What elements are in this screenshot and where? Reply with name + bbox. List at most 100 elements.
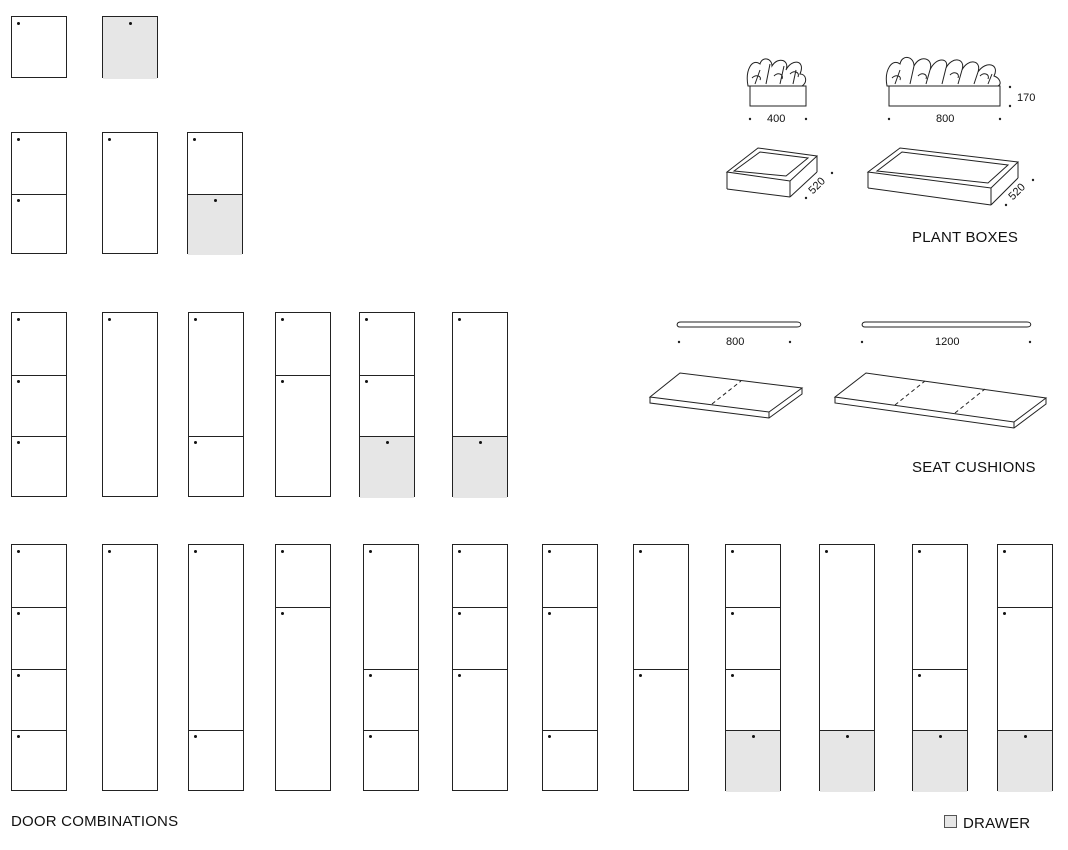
drawer-panel	[913, 730, 967, 792]
door-panel	[364, 545, 418, 669]
door-knob-icon	[194, 550, 197, 553]
panel-divider	[364, 669, 418, 670]
panel-divider	[543, 730, 597, 731]
door-panel	[12, 133, 66, 194]
door-knob-icon	[548, 612, 551, 615]
door-panel	[12, 17, 66, 79]
door-panel	[913, 545, 967, 669]
door-knob-icon	[369, 550, 372, 553]
door-panel	[276, 545, 330, 607]
panel-divider	[360, 375, 414, 376]
door-panel	[360, 375, 414, 436]
door-knob-icon	[825, 550, 828, 553]
cabinet-4-8	[633, 544, 689, 791]
door-knob-icon	[108, 138, 111, 141]
panel-divider	[12, 436, 66, 437]
cabinet-3-3	[188, 312, 244, 497]
cabinet-1-2	[102, 16, 158, 79]
panel-divider	[726, 730, 780, 731]
door-panel	[189, 545, 243, 730]
door-panel	[634, 669, 688, 792]
panel-divider	[913, 730, 967, 731]
door-panel	[189, 436, 243, 498]
cabinet-4-12	[997, 544, 1053, 792]
panel-divider	[453, 669, 507, 670]
drawer-panel	[726, 730, 780, 792]
door-panel	[998, 545, 1052, 607]
door-panel	[543, 607, 597, 730]
small-planter-width-dim: 400	[767, 113, 786, 125]
door-knob-icon	[365, 318, 368, 321]
door-panel	[726, 545, 780, 607]
cabinet-4-6	[452, 544, 508, 791]
door-panel	[12, 194, 66, 255]
panel-divider	[12, 669, 66, 670]
door-knob-icon	[17, 674, 20, 677]
cabinet-4-1	[11, 544, 67, 791]
door-panel	[726, 669, 780, 730]
cabinet-4-10	[819, 544, 875, 792]
panel-divider	[12, 607, 66, 608]
door-knob-icon	[17, 138, 20, 141]
panel-divider	[12, 375, 66, 376]
drawer-panel	[453, 436, 507, 498]
door-panel	[360, 313, 414, 375]
panel-divider	[913, 669, 967, 670]
door-knob-icon	[918, 550, 921, 553]
door-knob-icon	[731, 550, 734, 553]
drawer-knob-icon	[129, 22, 132, 25]
door-knob-icon	[194, 735, 197, 738]
door-panel	[634, 545, 688, 669]
cabinet-2-2	[102, 132, 158, 254]
door-panel	[913, 669, 967, 730]
cabinet-4-7	[542, 544, 598, 791]
door-knob-icon	[731, 612, 734, 615]
drawer-knob-icon	[939, 735, 942, 738]
door-knob-icon	[548, 550, 551, 553]
drawer-knob-icon	[846, 735, 849, 738]
door-panel	[276, 313, 330, 375]
drawer-legend-label: DRAWER	[963, 815, 1031, 832]
door-panel	[276, 375, 330, 498]
door-panel	[453, 607, 507, 669]
door-knob-icon	[548, 735, 551, 738]
door-knob-icon	[281, 318, 284, 321]
door-knob-icon	[458, 318, 461, 321]
cabinet-3-2	[102, 312, 158, 497]
drawer-panel	[820, 730, 874, 792]
cabinet-4-9	[725, 544, 781, 792]
panel-divider	[998, 730, 1052, 731]
door-knob-icon	[17, 22, 20, 25]
door-knob-icon	[108, 550, 111, 553]
door-knob-icon	[281, 612, 284, 615]
door-knob-icon	[194, 318, 197, 321]
door-knob-icon	[365, 380, 368, 383]
cabinet-4-2	[102, 544, 158, 791]
seat-cushions-title: SEAT CUSHIONS	[912, 459, 1036, 476]
panel-divider	[453, 607, 507, 608]
door-panel	[103, 133, 157, 255]
door-knob-icon	[281, 550, 284, 553]
door-knob-icon	[458, 674, 461, 677]
door-panel	[453, 313, 507, 436]
door-knob-icon	[281, 380, 284, 383]
drawer-knob-icon	[386, 441, 389, 444]
drawer-knob-icon	[214, 199, 217, 202]
door-panel	[276, 607, 330, 792]
door-combinations-title: DOOR COMBINATIONS	[11, 813, 179, 830]
panel-divider	[189, 730, 243, 731]
cabinet-1-1	[11, 16, 67, 78]
door-panel	[453, 545, 507, 607]
door-knob-icon	[369, 674, 372, 677]
drawer-knob-icon	[1024, 735, 1027, 738]
cabinet-3-4	[275, 312, 331, 497]
door-knob-icon	[17, 199, 20, 202]
door-panel	[103, 545, 157, 792]
panel-divider	[189, 436, 243, 437]
panel-divider	[276, 607, 330, 608]
panel-divider	[12, 194, 66, 195]
door-panel	[364, 730, 418, 792]
door-panel	[364, 669, 418, 730]
door-knob-icon	[918, 674, 921, 677]
